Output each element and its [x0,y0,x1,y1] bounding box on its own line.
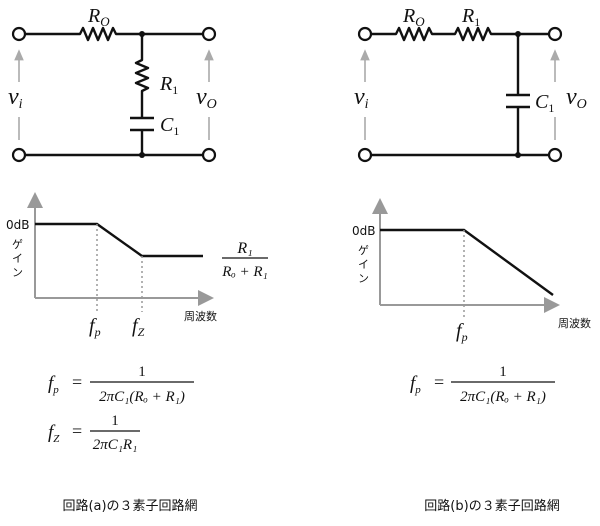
output-terminal-bottom [547,147,563,163]
label-fp: fp [456,320,468,344]
label-ro: RO [402,5,425,29]
caption-a: 回路(a)の３素子回路網 [62,498,197,514]
label-vi: vi [8,84,23,112]
input-terminal-bottom [357,147,373,163]
label-r1: R1 [461,5,480,29]
x-label: 周波数 [558,317,591,330]
fp-numerator: 1 [499,364,507,380]
fp-formula-lhs: fp [48,373,59,396]
formulas-b: fp = 1 2πC₁(Rₒ + R₁) [410,364,555,405]
label-c1: C1 [535,91,554,115]
y-tick-0db: 0dB [6,218,29,232]
label-vo: vO [566,84,587,112]
gain-graph-b: 0dB ゲ イ ン 周波数 fp [352,198,591,344]
junction-dot [139,31,145,37]
fz-formula-lhs: fZ [48,422,60,445]
y-label: イ [12,252,23,265]
y-label: ゲ [12,238,23,251]
circuit-b: RO R1 C1 vi vO [354,5,587,163]
junction-dot [139,152,145,158]
input-terminal-top [11,26,27,42]
fz-denominator: 2πC₁R₁ [93,437,138,453]
label-fp: fp [89,315,101,339]
label-ro: RO [87,5,110,29]
gain-curve [380,228,554,296]
caption-b: 回路(b)の３素子回路網 [424,498,559,514]
fp-numerator: 1 [138,364,146,380]
output-terminal-top [201,26,217,42]
label-fz: fZ [132,315,145,339]
equals: = [72,372,82,392]
output-terminal-top [547,26,563,42]
label-vo: vO [196,84,217,112]
fp-denominator: 2πC₁(Rₒ + R₁) [460,389,546,405]
y-label: ゲ [358,244,369,257]
label-r1: R1 [159,73,178,97]
junction-dot [515,31,521,37]
y-label: イ [358,258,369,271]
x-label: 周波数 [184,310,217,323]
formulas-a: fp = 1 2πC₁(Rₒ + R₁) fZ = 1 2πC₁R₁ [48,364,194,453]
label-vi: vi [354,84,369,112]
fp-formula-lhs: fp [410,373,421,396]
ratio-denominator: Rₒ + R₁ [221,264,267,280]
equals: = [72,421,82,441]
input-terminal-bottom [11,147,27,163]
y-tick-0db: 0dB [352,224,375,238]
label-c1: C1 [160,114,179,138]
y-label: ン [12,266,23,279]
gain-curve [35,222,203,258]
input-terminal-top [357,26,373,42]
fp-denominator: 2πC₁(Rₒ + R₁) [99,389,185,405]
ratio-numerator: R₁ [236,240,252,257]
junction-dot [515,152,521,158]
fz-numerator: 1 [111,413,119,429]
y-label: ン [358,272,369,285]
circuit-a: RO R1 C1 vi vO [8,5,217,163]
gain-graph-a: 0dB ゲ イ ン 周波数 fp fZ R₁ Rₒ + R₁ [6,192,268,339]
equals: = [434,372,444,392]
output-terminal-bottom [201,147,217,163]
